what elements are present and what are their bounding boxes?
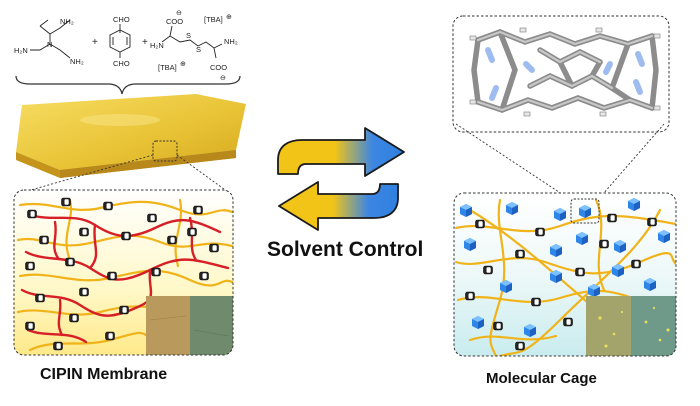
membrane-zoom-box — [152, 140, 178, 162]
cho-label-1: CHO — [113, 15, 130, 24]
zoom-line-right-2 — [595, 123, 665, 203]
h2n-label-2: H₂N — [150, 41, 164, 50]
pos-charge-1: ⊕ — [226, 14, 232, 21]
cho-label-2: CHO — [113, 59, 130, 68]
tba-label-1: [TBA] — [204, 15, 223, 24]
nh2-label-2: NH₂ — [70, 57, 84, 66]
terephthalaldehyde-structure — [109, 24, 131, 58]
cage-structure-panel — [452, 15, 670, 133]
neg-charge-2: ⊖ — [220, 75, 226, 82]
left-micrograph-1 — [146, 296, 190, 355]
right-micrograph-2 — [631, 296, 676, 356]
coo-label-2: COO — [210, 63, 227, 72]
nh2-label-3: NH₂ — [224, 37, 238, 46]
membrane-slab — [16, 94, 246, 178]
nh2-label-1: NH₂ — [60, 17, 74, 26]
molecular-cage-label: Molecular Cage — [486, 370, 597, 387]
solvent-control-label: Solvent Control — [267, 238, 424, 261]
cystine-structure — [161, 25, 223, 59]
neg-charge-1: ⊖ — [176, 10, 182, 17]
s-atom-1: S — [186, 31, 191, 40]
cage-network-panel — [453, 192, 677, 357]
cage-zoom-box — [570, 198, 600, 224]
coo-label-1: COO — [166, 17, 183, 26]
curly-brace — [15, 75, 241, 95]
n-atom: N — [47, 40, 52, 49]
h2n-label: H₂N — [14, 46, 28, 55]
plus-1: + — [92, 37, 98, 48]
tren-structure — [30, 19, 71, 59]
zoom-line-left-2 — [176, 154, 229, 193]
plus-2: + — [142, 37, 148, 48]
s-atom-2: S — [196, 45, 201, 54]
right-micrograph-1 — [586, 296, 631, 356]
pos-charge-2: ⊕ — [180, 61, 186, 68]
zoom-line-right-1 — [455, 123, 575, 203]
tba-label-2: [TBA] — [158, 63, 177, 72]
left-micrograph-2 — [190, 296, 233, 355]
reverse-arrow — [278, 181, 399, 231]
cipin-network-panel — [13, 189, 234, 356]
reagents-scheme: NH₂ H₂N NH₂ N + CHO CHO + COO ⊖ H₂N S S … — [14, 10, 238, 82]
forward-arrow — [277, 127, 405, 177]
cipin-membrane-label: CIPIN Membrane — [40, 366, 168, 383]
